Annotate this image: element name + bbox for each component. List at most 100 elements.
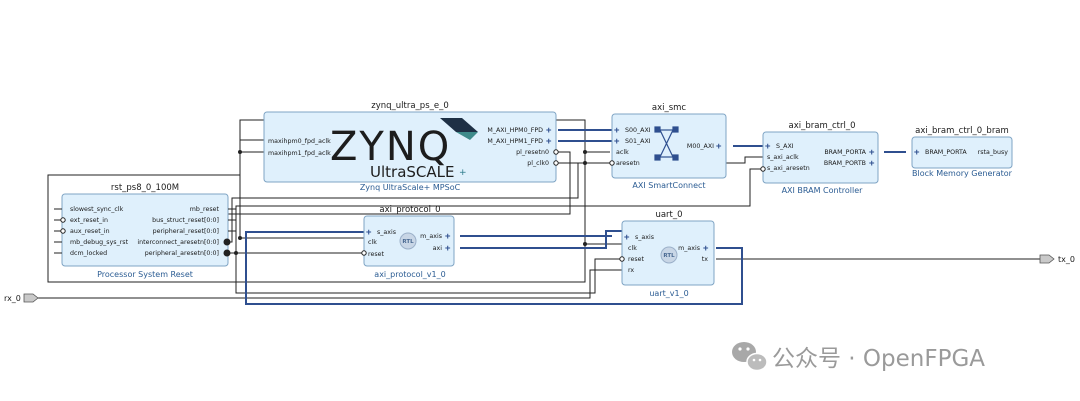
port-peripheral-reset: peripheral_reset[0:0] [153, 228, 219, 235]
zynq-logo-chevron-accent [456, 132, 478, 140]
external-port-rx[interactable]: rx_0 [4, 293, 39, 303]
plus-icon[interactable]: + [614, 137, 620, 147]
port-dcm-locked: dcm_locked [70, 250, 107, 257]
rst-block-subtitle: Processor System Reset [97, 270, 193, 279]
bram-block-body[interactable] [911, 136, 1013, 169]
port-axi: axi [433, 245, 443, 252]
bram-ctrl-block-body[interactable] [762, 131, 879, 184]
port-s-axi-aresetn: s_axi_aresetn [767, 165, 810, 172]
rx-port-label: rx_0 [4, 294, 21, 303]
port-mb-debug-sys-rst: mb_debug_sys_rst [70, 239, 129, 246]
smc-block-body[interactable] [611, 113, 727, 179]
rx-net [38, 269, 622, 299]
junction-dot [234, 251, 238, 255]
port-bram-porta-in: BRAM_PORTA [925, 149, 967, 156]
junction-dot [583, 161, 587, 165]
pin-reset[interactable] [361, 250, 367, 256]
junctions [234, 150, 587, 255]
port-m-axi-hpm1-fpd: M_AXI_HPM1_FPD [487, 138, 543, 145]
plus-icon[interactable]: + [614, 126, 620, 136]
rtl-badge-label: RTL [663, 253, 675, 259]
plus-icon[interactable]: + [546, 137, 552, 147]
port-m-axis: m_axis [678, 245, 700, 252]
smc-block-subtitle: AXI SmartConnect [632, 181, 705, 190]
junction-dot [583, 242, 587, 246]
port-s00-axi: S00_AXI [625, 127, 651, 134]
port-clk: clk [628, 245, 637, 252]
bram-ctrl-block[interactable]: axi_bram_ctrl_0 + S_AXI s_axi_aclk s_axi… [760, 121, 879, 195]
zynq-block-subtitle: Zynq UltraScale+ MPSoC [360, 183, 461, 192]
smc-block-name: axi_smc [652, 103, 687, 113]
port-bram-porta: BRAM_PORTA [824, 149, 866, 156]
protocol-block[interactable]: axi_protocol_0 + s_axis clk reset m_axis… [361, 205, 455, 279]
port-bus-struct-reset: bus_struct_reset[0:0] [152, 217, 219, 224]
pin-pl-resetn0[interactable] [553, 149, 559, 155]
smc-block[interactable]: axi_smc + + S00_AXI S01_AXI aclk aresetn… [609, 103, 727, 190]
peripheral-reset-net [227, 252, 622, 294]
bram-ctrl-block-subtitle: AXI BRAM Controller [782, 186, 864, 195]
pin-s-axi-aresetn[interactable] [760, 166, 766, 172]
wechat-icon [732, 342, 768, 372]
port-s-axis: s_axis [377, 229, 396, 236]
plus-icon[interactable]: + [869, 159, 875, 169]
plus-icon[interactable]: + [765, 142, 771, 152]
junction-dot [583, 150, 587, 154]
port-clk: clk [368, 239, 377, 246]
bram-block[interactable]: axi_bram_ctrl_0_bram + BRAM_PORTA rsta_b… [911, 126, 1013, 178]
port-aux-reset-in: aux_reset_in [70, 228, 110, 235]
port-rsta-busy: rsta_busy [978, 149, 1009, 156]
port-peripheral-aresetn: peripheral_aresetn[0:0] [145, 250, 219, 257]
rtl-badge-label: RTL [402, 239, 414, 245]
port-m-axi-hpm0-fpd: M_AXI_HPM0_FPD [487, 127, 543, 134]
watermark: 公众号 · OpenFPGA [732, 342, 985, 372]
input-port-icon[interactable] [23, 293, 39, 303]
bus-wires [245, 129, 906, 305]
smartconnect-icon [654, 126, 679, 161]
uart-block[interactable]: uart_0 + s_axis clk reset rx m_axis tx +… [619, 210, 715, 298]
plus-icon[interactable]: + [703, 244, 709, 254]
plus-icon[interactable]: + [869, 148, 875, 158]
zynq-logo-chevron [440, 118, 478, 132]
pin-pl-clk0[interactable] [553, 160, 559, 166]
zynq-block-body[interactable] [263, 111, 557, 183]
bus-axis-loop-2 [460, 230, 622, 249]
rtl-badge-icon [399, 232, 417, 250]
external-port-tx[interactable]: tx_0 [1039, 254, 1075, 264]
pin-reset[interactable] [619, 256, 625, 262]
plus-icon[interactable]: + [366, 228, 372, 238]
tx-port-label: tx_0 [1058, 255, 1075, 264]
pin-interconnect-aresetn[interactable] [223, 238, 231, 246]
pin-aresetn[interactable] [609, 160, 615, 166]
port-ext-reset-in: ext_reset_in [70, 217, 108, 224]
pin-ext-reset-in[interactable] [60, 217, 66, 223]
pin-aux-reset-in[interactable] [60, 228, 66, 234]
rst-block-name: rst_ps8_0_100M [111, 183, 179, 193]
protocol-block-name: axi_protocol_0 [379, 205, 440, 215]
junction-dot [238, 150, 242, 154]
port-maxihpm0-fpd-aclk: maxihpm0_fpd_aclk [268, 138, 331, 145]
plus-icon[interactable]: + [546, 126, 552, 136]
reset-net-ps [62, 151, 571, 215]
plus-icon[interactable]: + [716, 142, 722, 152]
plus-icon[interactable]: + [445, 244, 451, 254]
port-tx: tx [702, 256, 708, 263]
uart-block-name: uart_0 [655, 210, 682, 220]
port-m00-axi: M00_AXI [687, 143, 714, 150]
port-s-axis: s_axis [635, 234, 654, 241]
output-port-icon[interactable] [1039, 254, 1055, 264]
plus-icon[interactable]: + [624, 233, 630, 243]
uart-block-subtitle: uart_v1_0 [649, 289, 688, 298]
rst-block[interactable]: rst_ps8_0_100M slowest_sync_clk ext_rese… [54, 183, 236, 279]
port-interconnect-aresetn: interconnect_aresetn[0:0] [137, 239, 219, 246]
port-aresetn: aresetn [616, 160, 640, 167]
plus-icon[interactable]: + [445, 232, 451, 242]
zynq-block[interactable]: zynq_ultra_ps_e_0 maxihpm0_fpd_aclk maxi… [263, 101, 559, 192]
protocol-block-subtitle: axi_protocol_v1_0 [374, 270, 445, 279]
pin-peripheral-aresetn[interactable] [223, 249, 231, 257]
rst-pins [54, 208, 236, 254]
port-reset: reset [368, 251, 384, 258]
port-m-axis: m_axis [420, 233, 442, 240]
bram-block-subtitle: Block Memory Generator [912, 169, 1013, 178]
plus-icon[interactable]: + [914, 148, 920, 158]
port-slowest-sync-clk: slowest_sync_clk [70, 206, 124, 213]
